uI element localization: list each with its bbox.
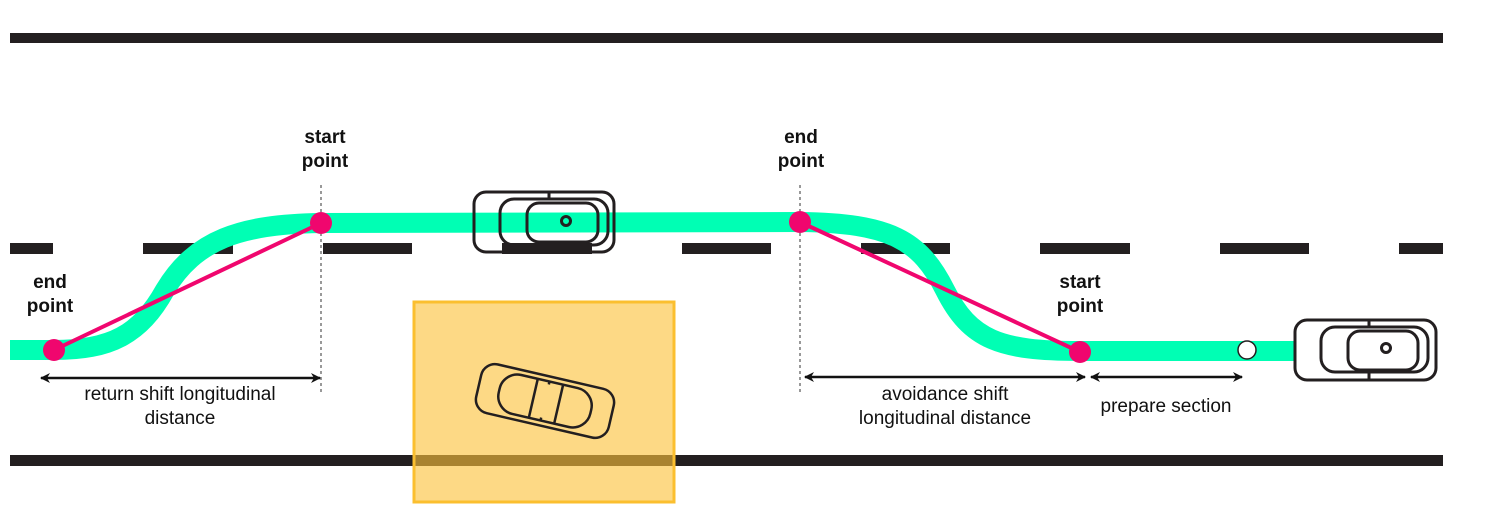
return-end-point-label: end point [10, 271, 90, 319]
obstacle-zone [412, 300, 676, 504]
label-line: end [33, 272, 67, 293]
ego-car-icon [1293, 318, 1438, 382]
prepare-section-label: prepare section [1100, 396, 1232, 417]
label-line: point [777, 151, 825, 172]
lane-dash [1040, 243, 1130, 254]
lane-dash [323, 243, 412, 254]
label-line: point [301, 151, 349, 172]
return-end-point-marker [43, 339, 65, 361]
avoid-start-point-marker [1069, 341, 1091, 363]
prepare-start-point-marker [1237, 340, 1257, 360]
avoid-distance-label: avoidance shift longitudinal distance [815, 383, 1075, 431]
return-start-point-label: start point [285, 126, 365, 174]
label-line: point [1056, 296, 1104, 317]
return-shift-line [53, 221, 322, 352]
avoid-end-point-marker [789, 211, 811, 233]
avoid-start-point-label: start point [1040, 271, 1120, 319]
label-line: distance [144, 408, 216, 429]
lane-dash [10, 243, 53, 254]
label-line: point [26, 296, 74, 317]
label-line: start [1059, 272, 1101, 293]
shifted-ego-car-icon [472, 190, 616, 254]
lane-dash [682, 243, 771, 254]
road-bottom-boundary [10, 455, 1443, 466]
avoid-shift-line [799, 220, 1081, 354]
label-line: end [784, 127, 818, 148]
return-start-point-marker [310, 212, 332, 234]
lane-dash [1399, 243, 1443, 254]
label-line: avoidance shift [881, 384, 1009, 405]
lane-dash [1220, 243, 1309, 254]
label-line: longitudinal distance [858, 408, 1032, 429]
label-line: return shift longitudinal [84, 384, 276, 405]
obstacle-car-icon [474, 362, 616, 440]
label-line: start [304, 127, 346, 148]
avoid-end-point-label: end point [761, 126, 841, 174]
return-distance-label: return shift longitudinal distance [50, 383, 310, 431]
road-top-boundary [10, 33, 1443, 43]
